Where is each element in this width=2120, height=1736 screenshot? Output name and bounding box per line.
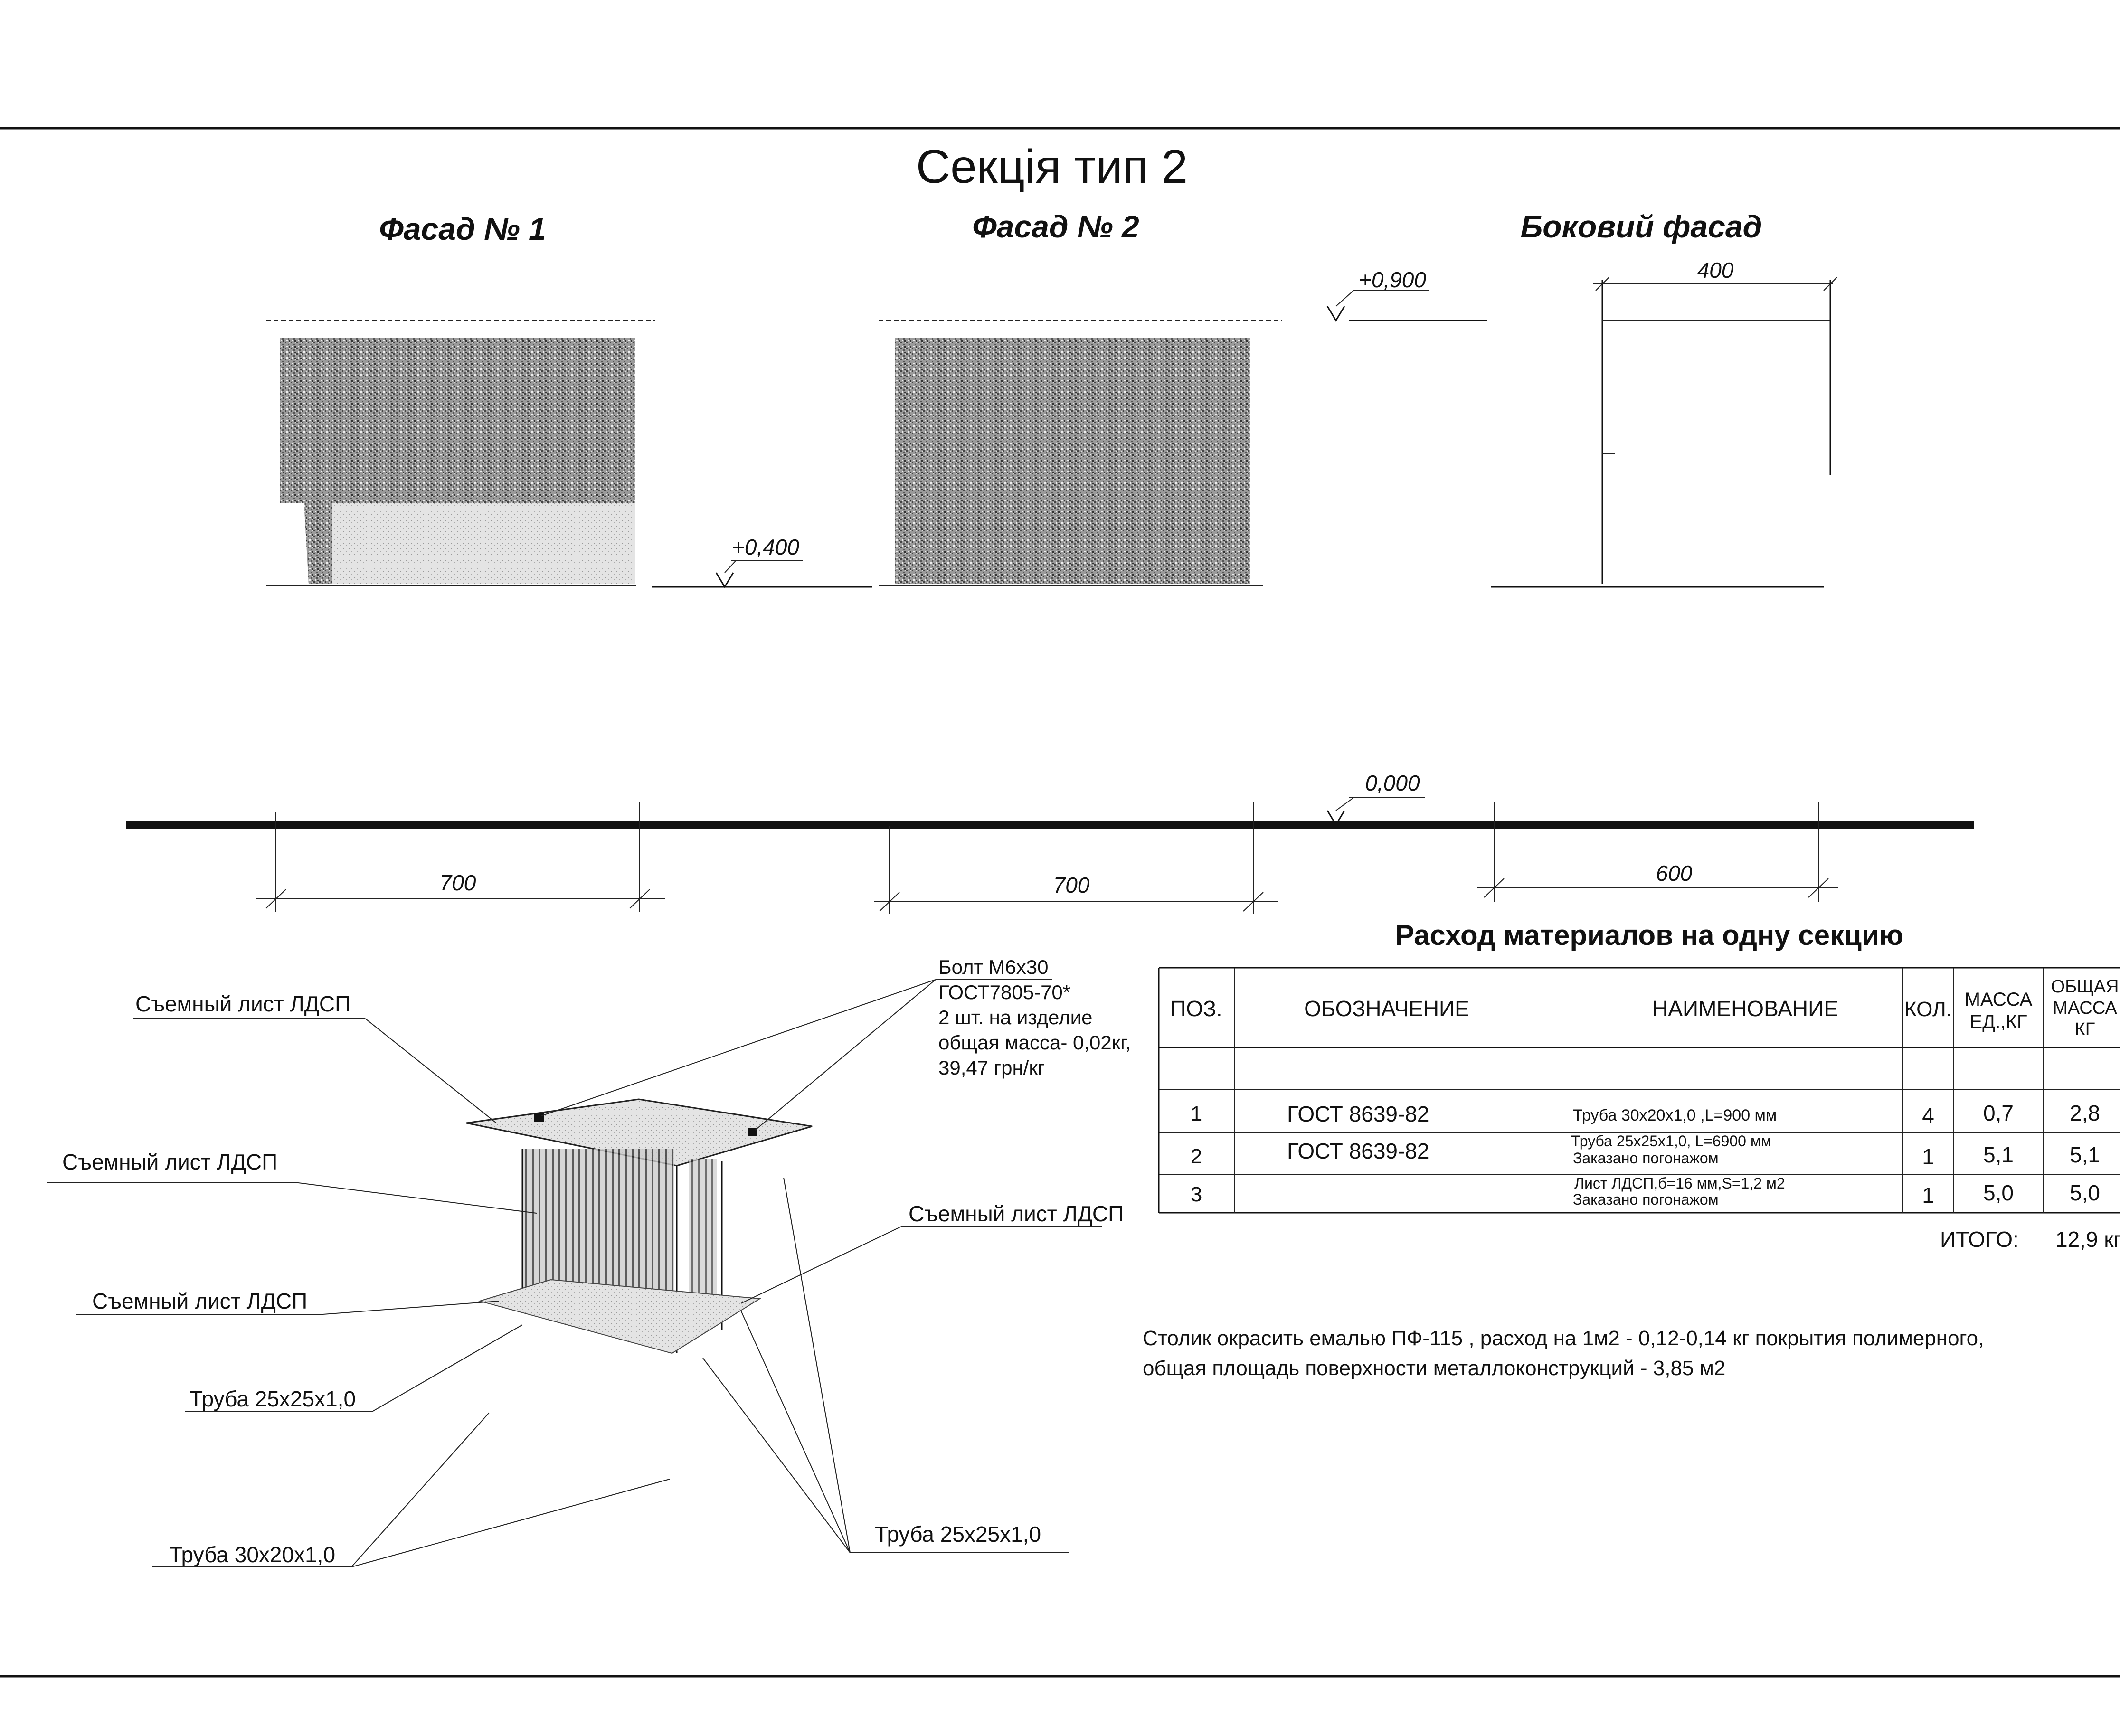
svg-text:Лист ЛДСП,б=16 мм,S=1,2 м2: Лист ЛДСП,б=16 мм,S=1,2 м2 [1574,1175,1785,1192]
header-total-mass-2: МАССА [2053,998,2117,1018]
svg-text:1: 1 [1922,1144,1934,1169]
callout-pipe-25-right: Труба 25х25х1,0 [702,1177,1069,1553]
side-facade-title: Боковий фасад [1521,209,1762,244]
facade1-title: Фасад № 1 [379,211,546,246]
svg-text:Труба 30х20х1,0 ,L=900 мм: Труба 30х20х1,0 ,L=900 мм [1573,1106,1777,1124]
svg-text:Труба 25х25х1,0: Труба 25х25х1,0 [189,1387,356,1411]
callout-sheet-bottom: Съемный лист ЛДСП [76,1289,499,1315]
svg-text:39,47 грн/кг: 39,47 грн/кг [938,1057,1045,1079]
svg-text:0,000: 0,000 [1365,771,1420,795]
callout-sheet-right: Съемный лист ЛДСП [740,1201,1124,1304]
svg-text:Заказано погонажом: Заказано погонажом [1573,1150,1719,1167]
svg-text:Съемный лист ЛДСП: Съемный лист ЛДСП [909,1201,1124,1226]
table-title: Расход материалов на одну секцию [1395,919,1903,951]
svg-text:Труба 25х25х1,0: Труба 25х25х1,0 [875,1522,1041,1547]
callout-sheet-top: Съемный лист ЛДСП [133,991,497,1123]
facade2-title: Фасад № 2 [972,209,1139,244]
svg-text:2 шт. на изделие: 2 шт. на изделие [938,1006,1092,1028]
table-row: 1 ГОСТ 8639-82 Труба 30х20х1,0 ,L=900 мм… [1191,1101,2100,1128]
total-value: 12,9 кг [2055,1227,2120,1252]
svg-text:2,8: 2,8 [2070,1101,2100,1125]
svg-text:ГОСТ 8639-82: ГОСТ 8639-82 [1287,1102,1429,1126]
svg-text:3: 3 [1191,1183,1202,1206]
materials-table: Расход материалов на одну секцию ПОЗ. ОБ… [1158,919,2120,1252]
dim-facade2: 700 [874,802,1278,914]
svg-text:4: 4 [1922,1103,1934,1128]
header-designation: ОБОЗНАЧЕНИЕ [1304,996,1469,1021]
isometric-view [466,1098,813,1354]
svg-text:Труба 30х20х1,0: Труба 30х20х1,0 [169,1542,335,1567]
callout-pipe-30-left: Труба 30х20х1,0 [152,1412,670,1567]
level-mark-ground: 0,000 [1326,771,1425,826]
callout-sheet-back: Съемный лист ЛДСП [47,1150,537,1214]
svg-text:ГОСТ7805-70*: ГОСТ7805-70* [938,981,1070,1003]
svg-text:5,0: 5,0 [1983,1180,2014,1205]
table-row: 2 ГОСТ 8639-82 Труба 25х25х1,0, L=6900 м… [1191,1132,2100,1169]
header-unit-mass: МАССА [1965,989,2033,1010]
svg-text:Съемный лист ЛДСП: Съемный лист ЛДСП [135,991,350,1016]
svg-text:700: 700 [440,870,476,895]
callout-pipe-25-left: Труба 25х25х1,0 [185,1324,523,1412]
svg-text:5,1: 5,1 [1983,1142,2014,1167]
svg-text:+0,400: +0,400 [732,535,799,559]
svg-text:1: 1 [1922,1183,1934,1208]
svg-text:700: 700 [1053,873,1090,897]
callout-bolt: Болт М6х30 ГОСТ7805-70* 2 шт. на изделие… [541,956,1131,1131]
svg-text:1: 1 [1191,1102,1202,1125]
svg-text:ГОСТ 8639-82: ГОСТ 8639-82 [1287,1139,1429,1163]
svg-text:2: 2 [1191,1145,1202,1168]
header-total-mass: ОБЩАЯ [2051,977,2119,997]
dim-facade1: 700 [256,802,665,912]
total-label: ИТОГО: [1940,1227,2019,1252]
dim-side-depth: 400 [1697,258,1734,283]
header-pos: ПОЗ. [1170,996,1222,1021]
header-total-mass-3: КГ [2075,1019,2095,1039]
paint-note-line1: Столик окрасить емалью ПФ-115 , расход н… [1143,1327,1984,1350]
level-mark-top: +0,900 [1326,267,1429,322]
side-elevation: 400 [1349,258,1837,588]
svg-text:Заказано погонажом: Заказано погонажом [1573,1191,1719,1208]
svg-text:5,0: 5,0 [2070,1180,2100,1205]
level-mark-mid: +0,400 [652,535,872,588]
svg-text:Труба 25х25х1,0, L=6900 мм: Труба 25х25х1,0, L=6900 мм [1571,1132,1771,1150]
svg-text:600: 600 [1656,861,1693,886]
table-row: 3 Лист ЛДСП,б=16 мм,S=1,2 м2 Заказано по… [1191,1175,2100,1208]
svg-text:+0,900: +0,900 [1359,267,1426,292]
dim-side: 600 [1477,802,1838,902]
svg-text:Съемный лист ЛДСП: Съемный лист ЛДСП [92,1289,307,1313]
header-qty: КОЛ. [1904,998,1952,1021]
svg-text:Съемный лист ЛДСП: Съемный лист ЛДСП [62,1150,277,1174]
svg-text:Болт М6х30: Болт М6х30 [938,956,1048,978]
facade2-elevation [879,320,1282,586]
paint-note-line2: общая площадь поверхности металлоконстру… [1143,1357,1725,1380]
facade1-elevation [266,320,655,586]
header-name: НАИМЕНОВАНИЕ [1652,996,1838,1021]
svg-text:5,1: 5,1 [2070,1142,2100,1167]
sheet-title: Секція тип 2 [916,140,1188,193]
svg-text:общая масса- 0,02кг,: общая масса- 0,02кг, [938,1031,1131,1054]
svg-text:0,7: 0,7 [1983,1101,2014,1125]
header-unit-mass-2: ЕД.,КГ [1970,1011,2027,1032]
